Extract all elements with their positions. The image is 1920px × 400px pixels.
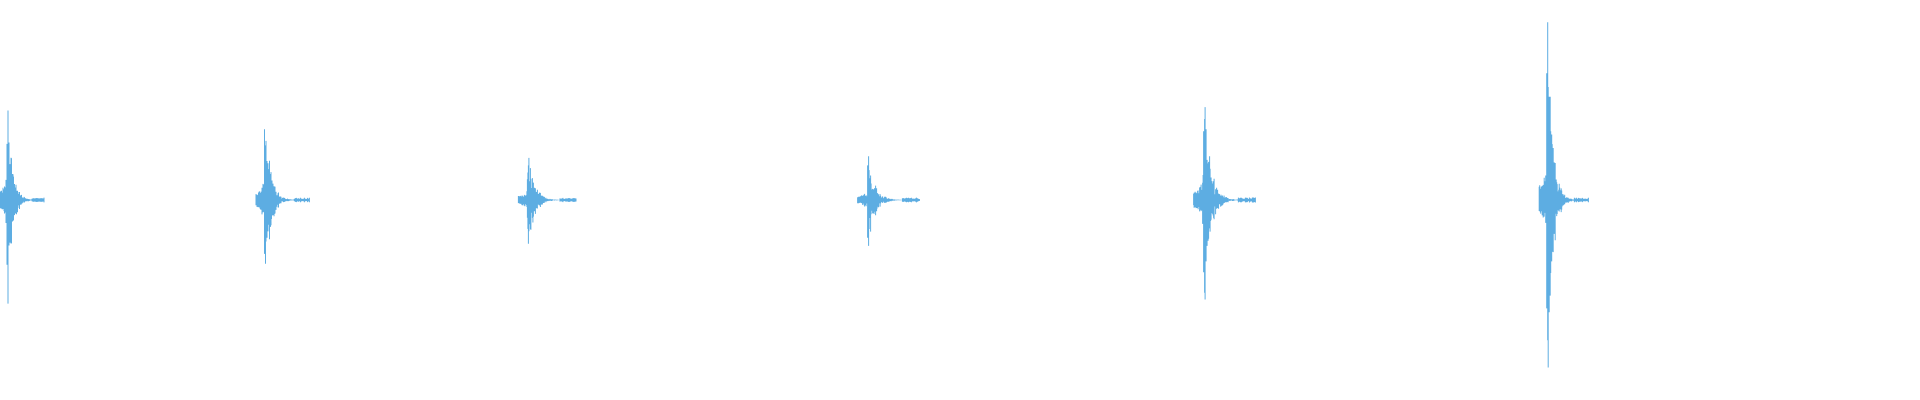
- waveform-signal: [1193, 107, 1256, 300]
- waveform-signal: [517, 157, 577, 244]
- waveform-burst: [857, 156, 920, 246]
- waveform-signal: [0, 110, 45, 304]
- waveform-burst: [517, 157, 577, 244]
- waveform-burst: [1538, 22, 1589, 368]
- waveform-signal: [1538, 22, 1589, 368]
- waveform-burst: [0, 110, 45, 304]
- waveform-burst: [1193, 107, 1256, 300]
- waveform-burst: [255, 129, 310, 264]
- waveform-signal: [255, 129, 310, 264]
- waveform-signal: [857, 156, 920, 246]
